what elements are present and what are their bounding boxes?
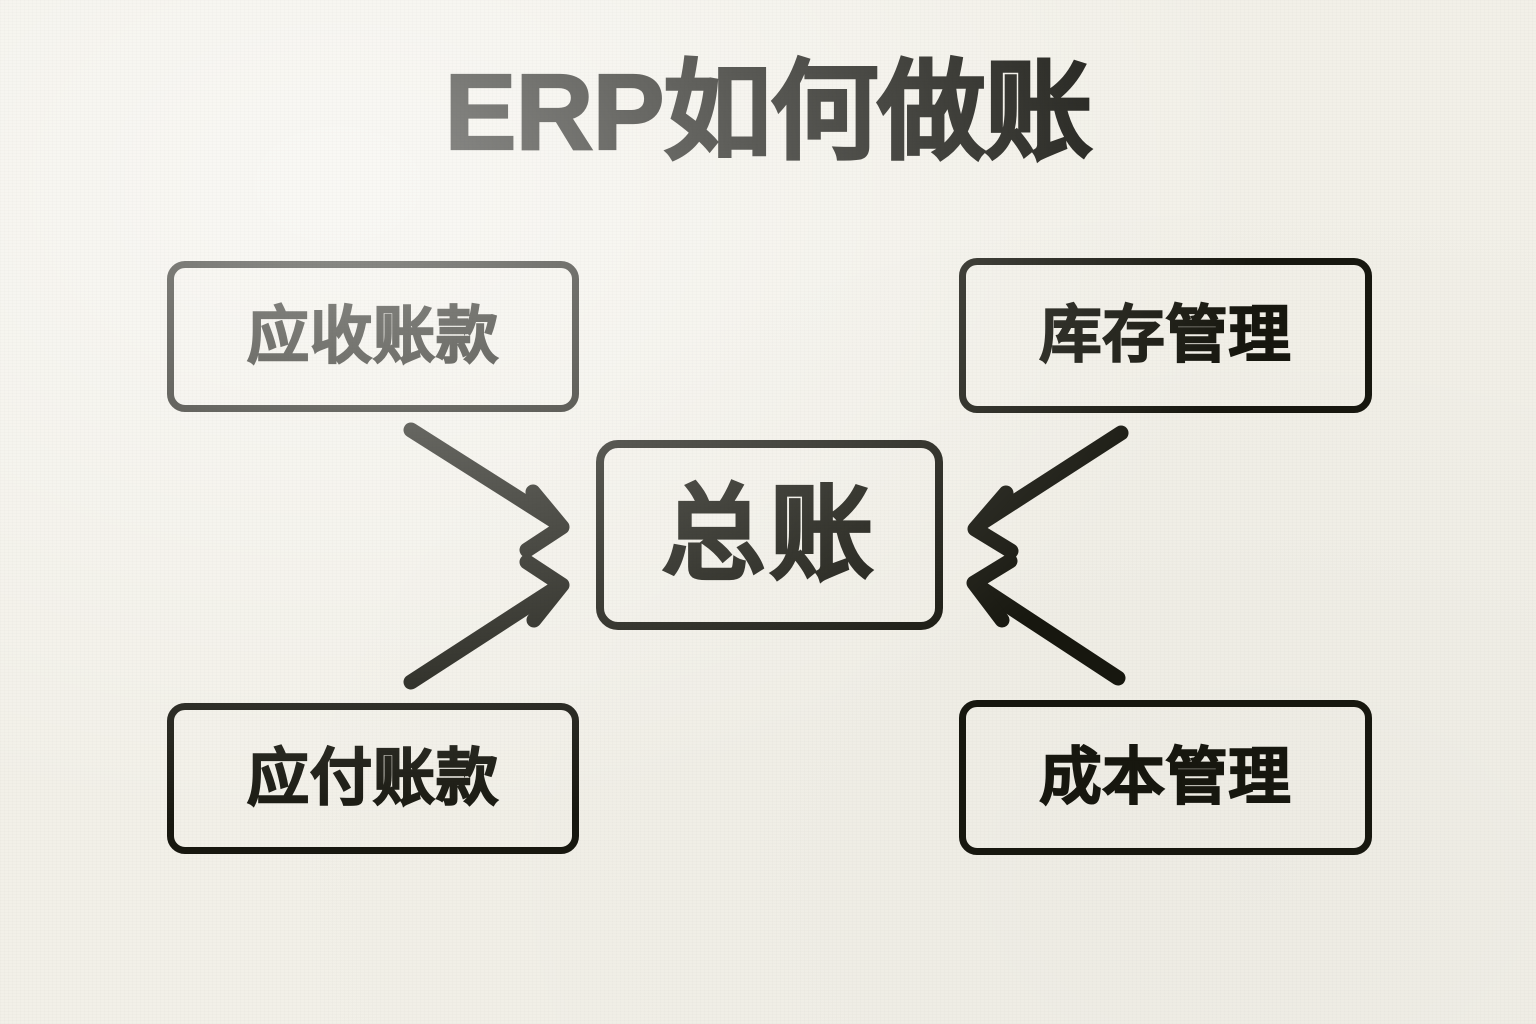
arrow-inventory-to-gl (967, 425, 1129, 559)
arrow-ap-to-gl (403, 554, 570, 690)
node-cost-management[interactable]: 成本管理 (959, 700, 1372, 855)
node-label-accounts-payable: 应付账款 (246, 743, 499, 813)
node-accounts-receivable[interactable]: 应收账款 (167, 261, 579, 412)
node-label-general-ledger: 总账 (660, 477, 878, 593)
arrow-ar-to-gl (403, 422, 570, 558)
node-general-ledger[interactable]: 总账 (596, 440, 943, 630)
node-label-accounts-receivable: 应收账款 (246, 301, 499, 371)
node-label-inventory-management: 库存管理 (1039, 300, 1292, 370)
node-accounts-payable[interactable]: 应付账款 (167, 703, 579, 854)
node-label-cost-management: 成本管理 (1039, 742, 1292, 812)
arrow-cost-to-gl (966, 553, 1126, 686)
page-title: ERP如何做账 (443, 50, 1093, 173)
node-inventory-management[interactable]: 库存管理 (959, 258, 1372, 413)
